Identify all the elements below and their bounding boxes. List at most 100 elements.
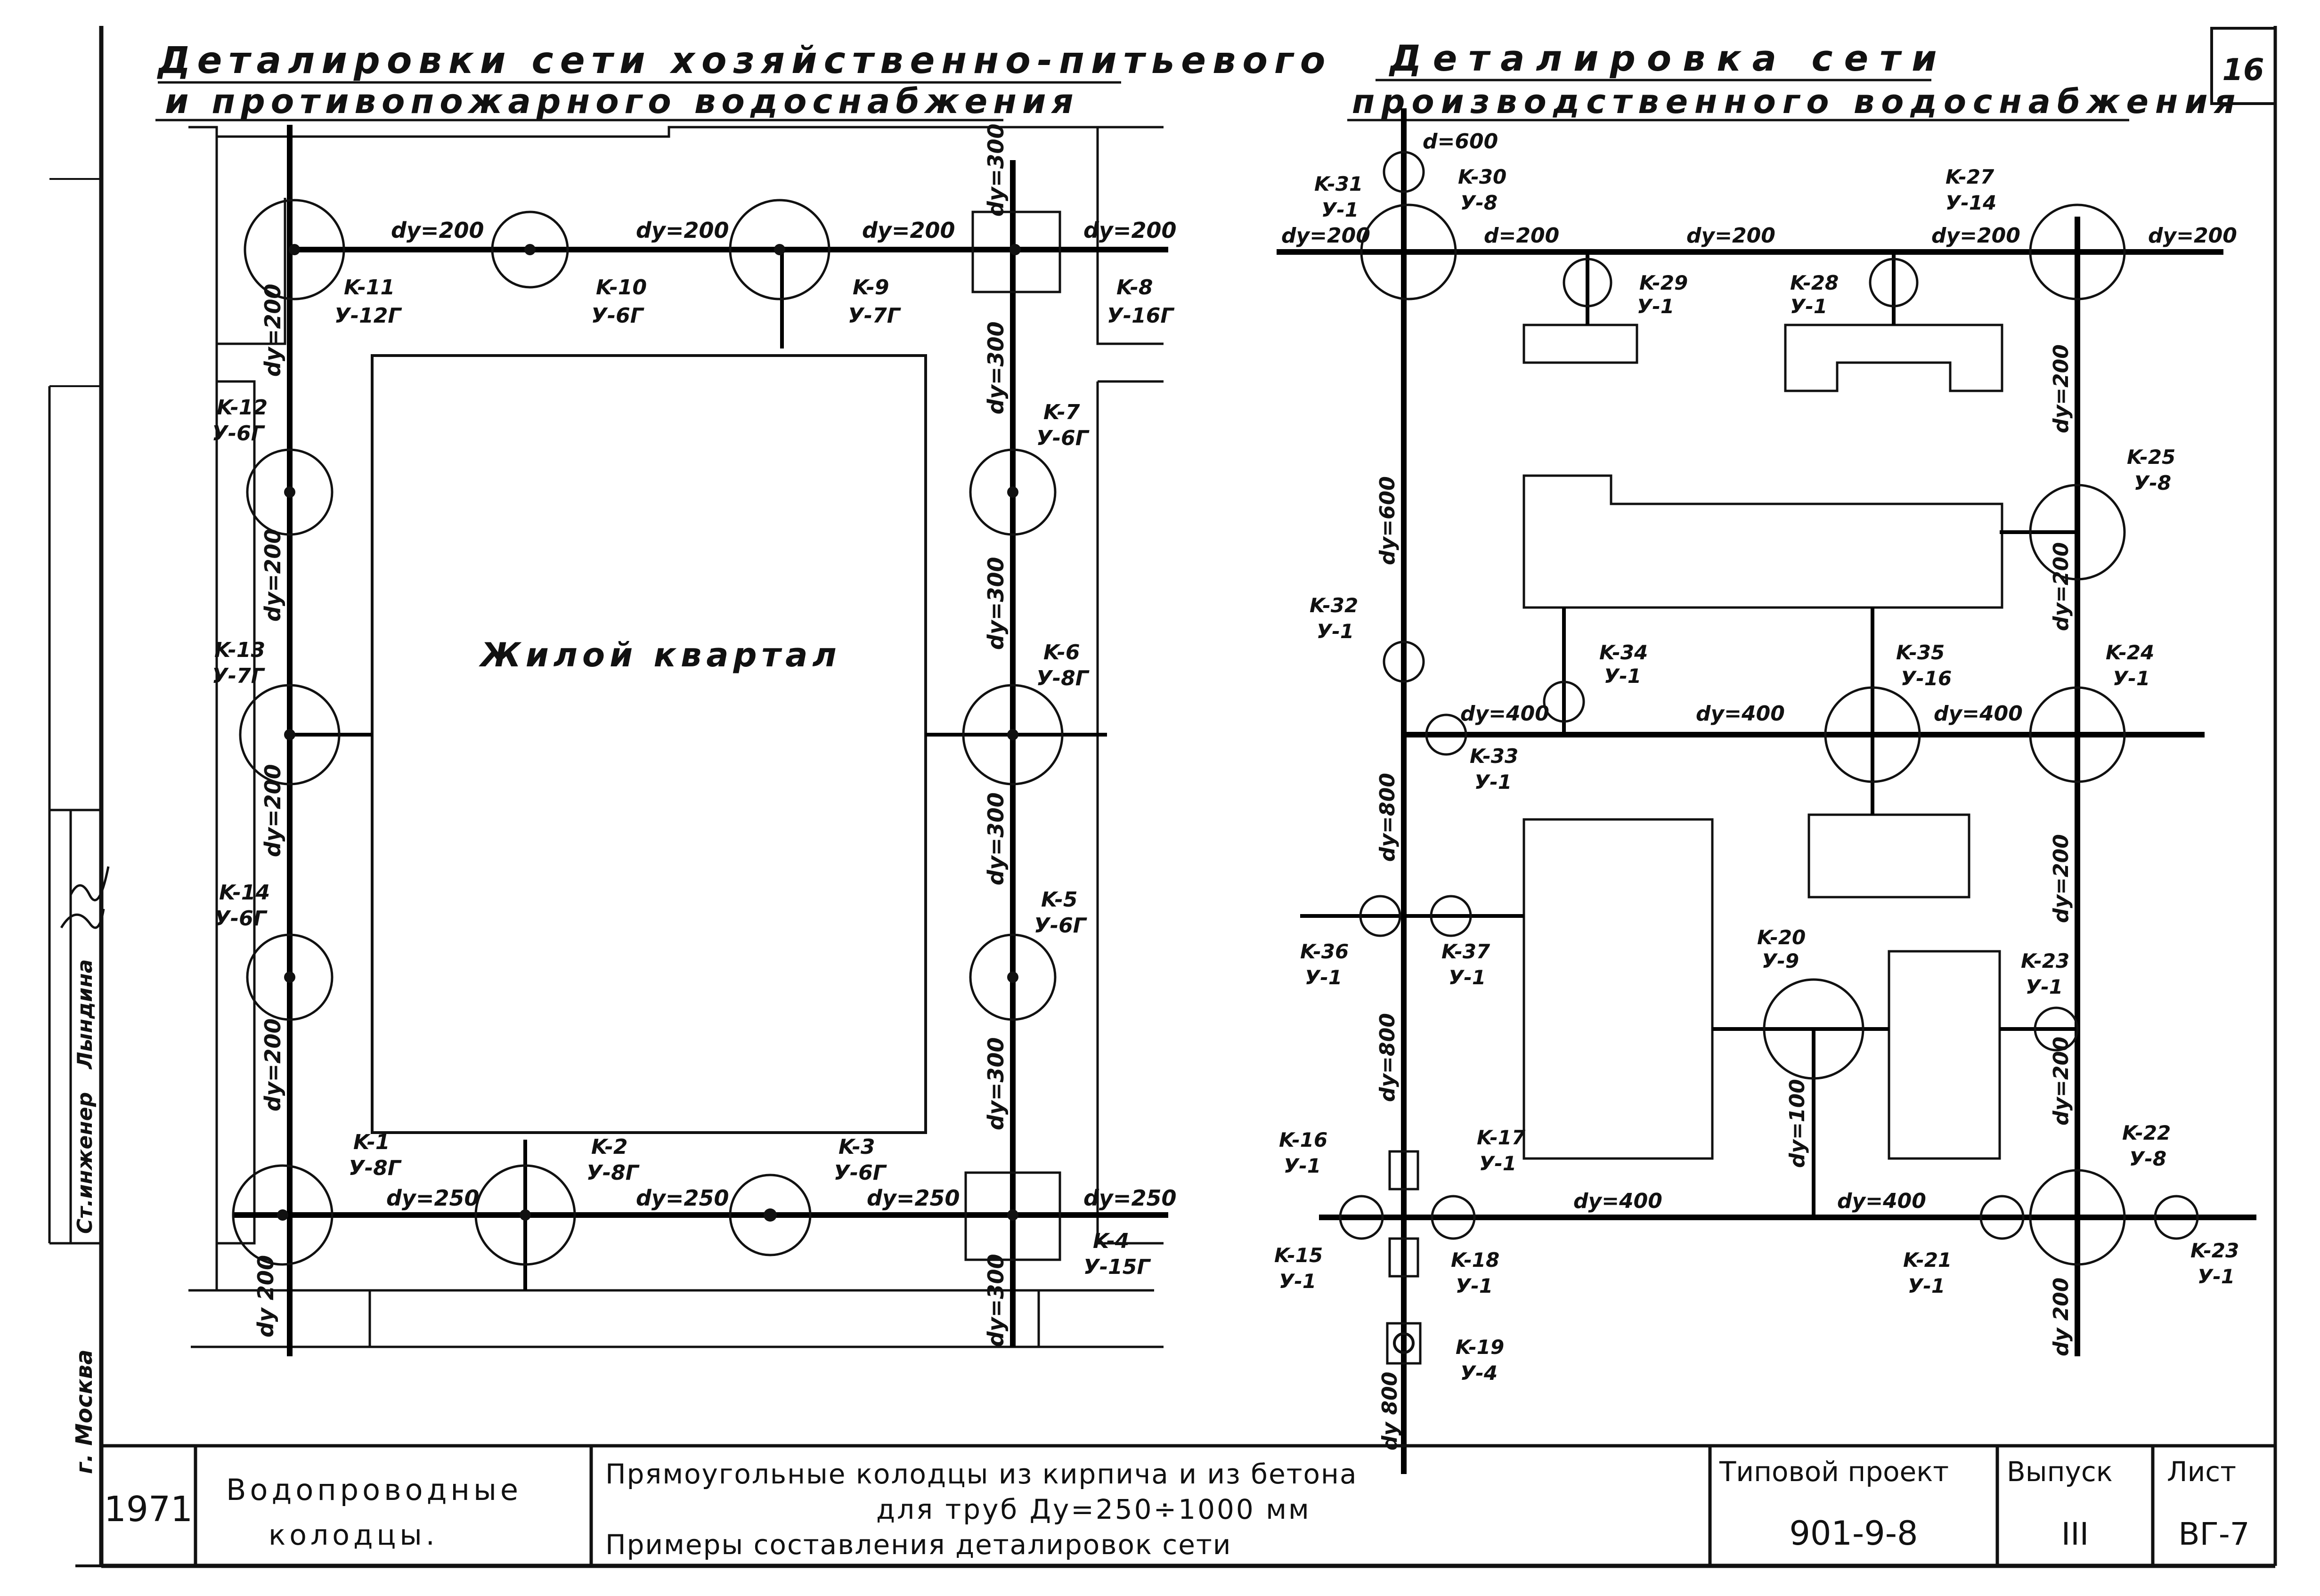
left-street-outline: [188, 126, 1164, 1348]
label-k30-type: У-8: [1460, 191, 1498, 214]
pipe-label: dy=400: [1696, 702, 1785, 726]
label-k35-id: K-35: [1896, 641, 1945, 664]
well-k13: [239, 684, 341, 786]
label-k13-id: K-13: [214, 638, 265, 662]
label-k4-type: У-15Г: [1083, 1255, 1151, 1279]
label-k22-id: K-22: [2122, 1121, 2171, 1144]
label-k5-id: K-5: [1041, 888, 1078, 912]
label-k36-id: K-36: [1300, 940, 1349, 963]
well-k15: [1339, 1195, 1384, 1240]
sheet-frame: [75, 26, 2277, 1568]
left-diagram: Деталировки сети хозяйственно-питьевого …: [155, 40, 1332, 1356]
well-k17: [1431, 1195, 1476, 1240]
stamp-city: г. Москва: [71, 1349, 98, 1474]
left-fittings: [277, 244, 1021, 1222]
pipe-label: dy=250: [1083, 1185, 1176, 1211]
label-k16-type: У-1: [1284, 1154, 1321, 1177]
well-k30: [1360, 203, 1457, 300]
label-k7-id: K-7: [1043, 400, 1080, 424]
well-k29: [1563, 258, 1612, 308]
label-k28-id: K-28: [1790, 271, 1839, 294]
left-title-line1: Деталировки сети хозяйственно-питьевого: [156, 40, 1332, 82]
label-k21-type: У-1: [1908, 1274, 1945, 1297]
well-k37: [1430, 895, 1472, 937]
pipe-label: dy=200: [2049, 542, 2073, 631]
right-wells: [1339, 151, 2199, 1365]
label-k1-id: K-1: [353, 1130, 390, 1154]
label-k6-type: У-8Г: [1036, 666, 1090, 690]
label-k31-id: K-31: [1314, 172, 1363, 195]
pipe-label: dy=400: [1460, 702, 1549, 726]
pipe-label: dy=300: [983, 124, 1009, 217]
pipe-label: dy=250: [867, 1185, 960, 1211]
label-k24-type: У-1: [2026, 975, 2063, 998]
well-k3: [729, 1174, 812, 1256]
label-k2-type: У-8Г: [586, 1161, 640, 1185]
label-k23-name: K-23: [2190, 1239, 2239, 1262]
pipe-label: dy=300: [983, 1254, 1009, 1347]
pipe-label: dy=800: [1376, 1013, 1400, 1102]
label-k35-type: У-16: [1901, 667, 1952, 690]
pipe-label: dy=400: [1837, 1189, 1926, 1213]
well-k25: [2029, 686, 2126, 783]
stamp-role: Ст.инженер: [73, 1092, 97, 1234]
label-k27-id: K-27: [1946, 165, 1994, 188]
pipe-label: dy=100: [1785, 1079, 1809, 1168]
well-k6: [962, 684, 1064, 786]
well-k27: [2029, 203, 2126, 300]
pipe-label: d=200: [1484, 224, 1559, 248]
right-buildings: [1522, 324, 2003, 1160]
signature-mark: [60, 866, 110, 929]
pipe-label: dy=250: [386, 1185, 479, 1211]
tb-year: 1971: [104, 1489, 193, 1530]
label-k12-type: У-6Г: [212, 421, 265, 446]
block-label: Жилой квартал: [479, 636, 841, 674]
tb-desc-line1: Прямоугольные колодцы из кирпича и из бе…: [605, 1458, 1357, 1490]
label-k19-type: У-4: [1460, 1361, 1498, 1385]
pipe-label: dy=200: [2049, 1037, 2073, 1126]
well-k31: [1383, 151, 1425, 193]
pipe-label: dy=800: [1376, 773, 1400, 862]
label-k5-type: У-6Г: [1034, 914, 1087, 938]
pipe-label: dy=200: [1083, 218, 1176, 243]
tb-sheet-label: Лист: [2167, 1456, 2236, 1488]
label-k25-type: У-1: [2113, 667, 2150, 690]
label-k32-type: У-1: [1317, 620, 1354, 643]
pipe-label: dy=200: [1931, 224, 2020, 248]
label-k31-type: У-1: [1321, 198, 1359, 221]
pipe-label: dy=200: [260, 1019, 285, 1111]
label-k17-id: K-17: [1477, 1126, 1526, 1149]
label-k13-type: У-7Г: [212, 664, 265, 688]
left-pipe-labels: dy=200 dy=200 dy=200 dy=200 dy=250 dy=25…: [253, 124, 1176, 1347]
label-k11-type: У-12Г: [334, 304, 402, 328]
label-k7-type: У-6Г: [1036, 426, 1090, 450]
tb-issue-value: III: [2061, 1516, 2089, 1552]
label-k2-id: K-2: [591, 1135, 628, 1159]
left-well-labels: K-11 У-12Г K-10 У-6Г K-9 У-7Г K-8 У-16Г …: [212, 275, 1174, 1279]
well-k16: [1388, 1150, 1419, 1191]
label-k16-id: K-16: [1279, 1128, 1327, 1151]
right-diagram: Деталировка сети производственного водос…: [1274, 37, 2256, 1474]
right-well-labels: K-31 У-1 K-30 У-8 K-29 У-1 K-28 У-1 K-27…: [1274, 165, 2175, 1385]
label-k1-type: У-8Г: [349, 1156, 402, 1180]
label-k27-type: У-14: [1946, 191, 1996, 214]
well-k21: [1979, 1195, 2025, 1240]
label-k10-type: У-6Г: [591, 304, 644, 328]
label-k26-id: K-25: [2127, 446, 2175, 469]
label-k32-id: K-32: [1310, 594, 1358, 617]
right-title-line2: производственного водоснабжения: [1352, 82, 2242, 121]
label-k18-type: У-1: [1456, 1274, 1493, 1297]
well-k4: [964, 1171, 1061, 1261]
tb-project-value: 901-9-8: [1789, 1514, 1918, 1553]
label-k23-type: У-1: [2198, 1265, 2235, 1288]
label-k24-id: K-23: [2021, 949, 2069, 972]
stamp-name: Лындина: [73, 959, 97, 1070]
label-k20-id: K-20: [1757, 926, 1806, 949]
well-k18: [1388, 1237, 1419, 1278]
well-k9: [729, 199, 830, 300]
label-k33-type: У-1: [1474, 770, 1512, 794]
pipe-label: dy=200: [260, 284, 285, 377]
pipe-label: dy=200: [1281, 224, 1370, 248]
well-k26: [2029, 484, 2126, 581]
